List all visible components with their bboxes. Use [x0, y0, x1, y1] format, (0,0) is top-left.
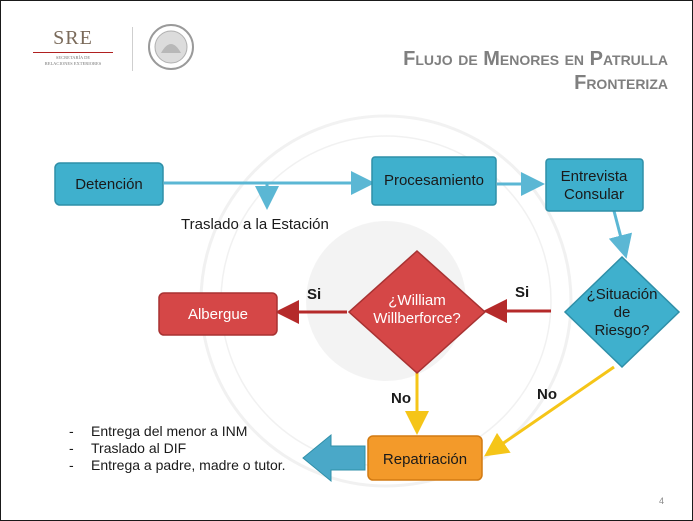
node-entrevista-line-1: Entrevista [561, 168, 628, 185]
node-procesamiento: Procesamiento [371, 156, 497, 206]
sre-logo-rule [33, 52, 113, 53]
mexico-emblem-icon [148, 24, 194, 70]
outcomes-list: Entrega del menor a INM Traslado al DIF … [67, 423, 299, 474]
node-situacion-riesgo: ¿Situación de Riesgo? [563, 255, 681, 369]
node-albergue-label: Albergue [188, 306, 248, 323]
label-no-william: No [391, 390, 411, 407]
node-repatriacion: Repatriación [367, 435, 483, 481]
label-traslado-estacion: Traslado a la Estación [181, 216, 329, 233]
outcome-item: Traslado al DIF [67, 440, 299, 457]
node-william-willberforce: ¿William Willberforce? [347, 249, 487, 375]
slide-title-line-2: Fronteriza [574, 72, 668, 94]
arrow-entrevista-situacion [608, 210, 633, 259]
node-procesamiento-label: Procesamiento [384, 172, 484, 189]
slide-title: Flujo de Menores en Patrulla Fronteriza [308, 47, 668, 95]
sre-logo: SRE SECRETARÍA DE RELACIONES EXTERIORES [23, 27, 123, 67]
node-detencion-label: Detención [75, 176, 143, 193]
logo-separator [132, 27, 133, 71]
outcome-item: Entrega a padre, madre o tutor. [67, 457, 299, 474]
node-situacion-line-1: ¿Situación [587, 286, 658, 303]
node-william-line-1: ¿William [388, 292, 446, 309]
page-number: 4 [658, 496, 664, 506]
node-situacion-line-2: de [614, 304, 631, 321]
sre-logo-subtext-1: SECRETARÍA DE [55, 55, 91, 60]
arrow-situacion-repatriacion [484, 365, 615, 457]
slide-title-line-1: Flujo de Menores en Patrulla [403, 48, 668, 70]
node-situacion-line-3: Riesgo? [594, 322, 649, 339]
node-repatriacion-label: Repatriación [383, 451, 467, 468]
node-entrevista-consular: Entrevista Consular [545, 158, 644, 212]
node-entrevista-line-2: Consular [564, 186, 624, 203]
label-no-situacion: No [537, 386, 557, 403]
node-albergue: Albergue [158, 292, 278, 336]
block-arrow-outcomes [302, 433, 366, 483]
outcome-item: Entrega del menor a INM [67, 423, 299, 440]
node-detencion: Detención [54, 162, 164, 206]
label-si-william: Si [307, 286, 321, 303]
sre-logo-subtext-2: RELACIONES EXTERIORES [44, 61, 102, 66]
label-si-situacion: Si [515, 284, 529, 301]
sre-logo-text: SRE [53, 27, 93, 49]
node-william-line-2: Willberforce? [373, 310, 461, 327]
